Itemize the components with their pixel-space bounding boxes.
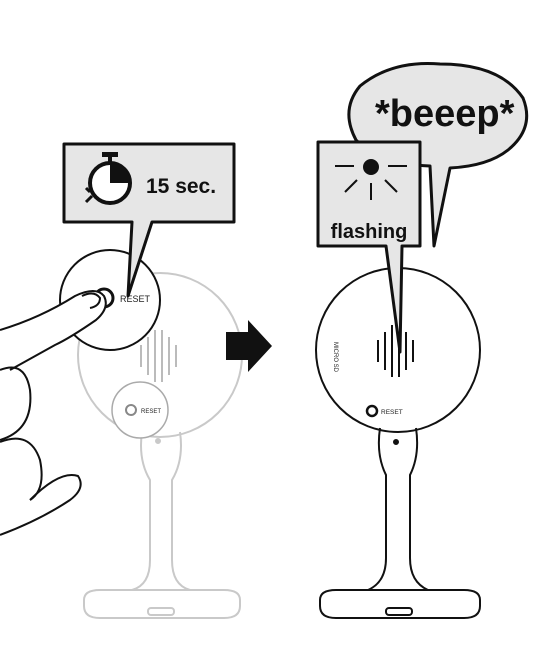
camera-left-faded bbox=[77, 272, 243, 619]
reset-label-device-right: RESET bbox=[381, 409, 403, 416]
speaker-grille-right bbox=[377, 325, 414, 377]
speaker-grille-left bbox=[140, 330, 177, 382]
micro-sd-label: MICRO SD bbox=[332, 342, 338, 373]
hand-illustration bbox=[0, 290, 107, 536]
beep-text: *beeep* bbox=[375, 93, 515, 135]
reset-button-device-right: RESET bbox=[365, 404, 403, 418]
reset-label-zoom: RESET bbox=[120, 294, 151, 304]
timer-label: 15 sec. bbox=[146, 175, 216, 198]
arrow-right-icon bbox=[226, 320, 272, 372]
beep-speech-bubble: *beeep* bbox=[347, 62, 529, 248]
stopwatch-icon bbox=[84, 152, 132, 205]
timer-callout: 15 sec. bbox=[62, 142, 236, 298]
flashing-label: flashing bbox=[331, 221, 408, 243]
flashing-callout: flashing bbox=[316, 140, 422, 354]
reset-button-device-left: RESET bbox=[111, 381, 169, 439]
flashing-led-icon bbox=[335, 159, 407, 200]
reset-label-device-left: RESET bbox=[141, 409, 161, 415]
